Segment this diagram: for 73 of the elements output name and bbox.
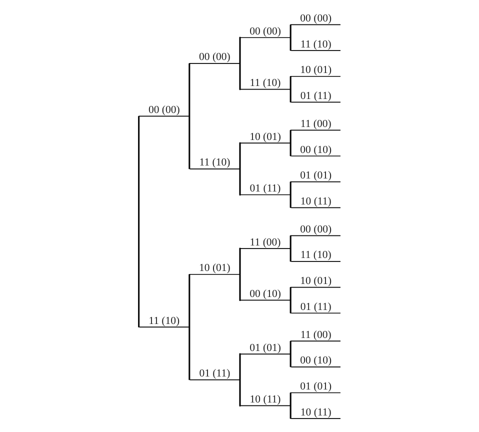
connector [290,261,340,262]
edge-label: 10 (01) [249,130,280,143]
connector [290,181,340,182]
connector [239,248,290,249]
node-bar [289,340,291,368]
node-bar [289,24,291,51]
edge-label: 10 (11) [249,393,280,406]
connector [290,392,340,394]
edge-label: 10 (01) [300,275,332,288]
connector [290,366,340,368]
node-bar [188,63,190,170]
edge-label: 11 (10) [300,38,331,50]
connector [240,194,290,196]
edge-label: 10 (01) [300,64,332,76]
edge-label: 01 (01) [300,170,332,182]
connector [138,326,189,328]
connector [239,37,290,38]
connector [290,50,340,51]
connector [188,63,240,64]
connector [240,300,290,301]
connector [290,24,340,26]
edge-label: 01 (11) [249,182,280,195]
edge-label: 11 (10) [300,249,331,262]
edge-label: 11 (10) [148,314,180,327]
connector [188,274,240,275]
edge-label: 11 (00) [300,328,331,341]
edge-label: 00 (00) [300,12,332,24]
edge-label: 10 (01) [198,262,230,274]
edge-label: 01 (11) [300,300,331,313]
edge-label: 11 (10) [198,156,230,169]
edge-label: 00 (10) [300,354,332,367]
edge-label: 10 (11) [300,195,331,208]
connector [290,102,340,103]
edge-label: 00 (00) [148,104,180,116]
node-bar [238,353,240,406]
connector [290,130,340,131]
node-bar [188,274,190,380]
edge-label: 01 (01) [300,380,332,393]
node-bar [238,142,240,196]
connector [138,116,189,117]
edge-label: 01 (01) [249,342,280,354]
connector [290,286,340,288]
connector [189,168,240,170]
connector [290,207,340,208]
node-bar [289,182,291,208]
connector [290,418,340,420]
node-bar [238,248,240,301]
connector [240,405,290,406]
edge-label: 11 (00) [300,118,331,130]
edge-label: 10 (11) [300,406,331,418]
edge-label: 00 (10) [249,288,280,300]
connector [290,312,340,314]
node-bar [289,287,291,314]
edge-label: 00 (00) [300,223,332,236]
connector [239,142,290,144]
connector [290,76,340,77]
node-bar [289,130,291,156]
node-bar [238,36,240,90]
edge-label: 00 (00) [249,25,280,38]
connector [290,340,340,342]
edge-label: 11 (00) [249,236,280,248]
edge-label: 01 (11) [198,368,230,380]
edge-label: 11 (10) [249,77,280,90]
node-bar [138,116,140,328]
node-bar [289,235,291,262]
connector [240,88,290,90]
connector [290,235,340,236]
edge-label: 00 (00) [198,51,230,64]
connector [189,379,240,380]
edge-label: 01 (11) [300,90,331,102]
edge-label: 00 (10) [300,144,332,156]
node-bar [289,76,291,102]
node-bar [289,392,291,419]
